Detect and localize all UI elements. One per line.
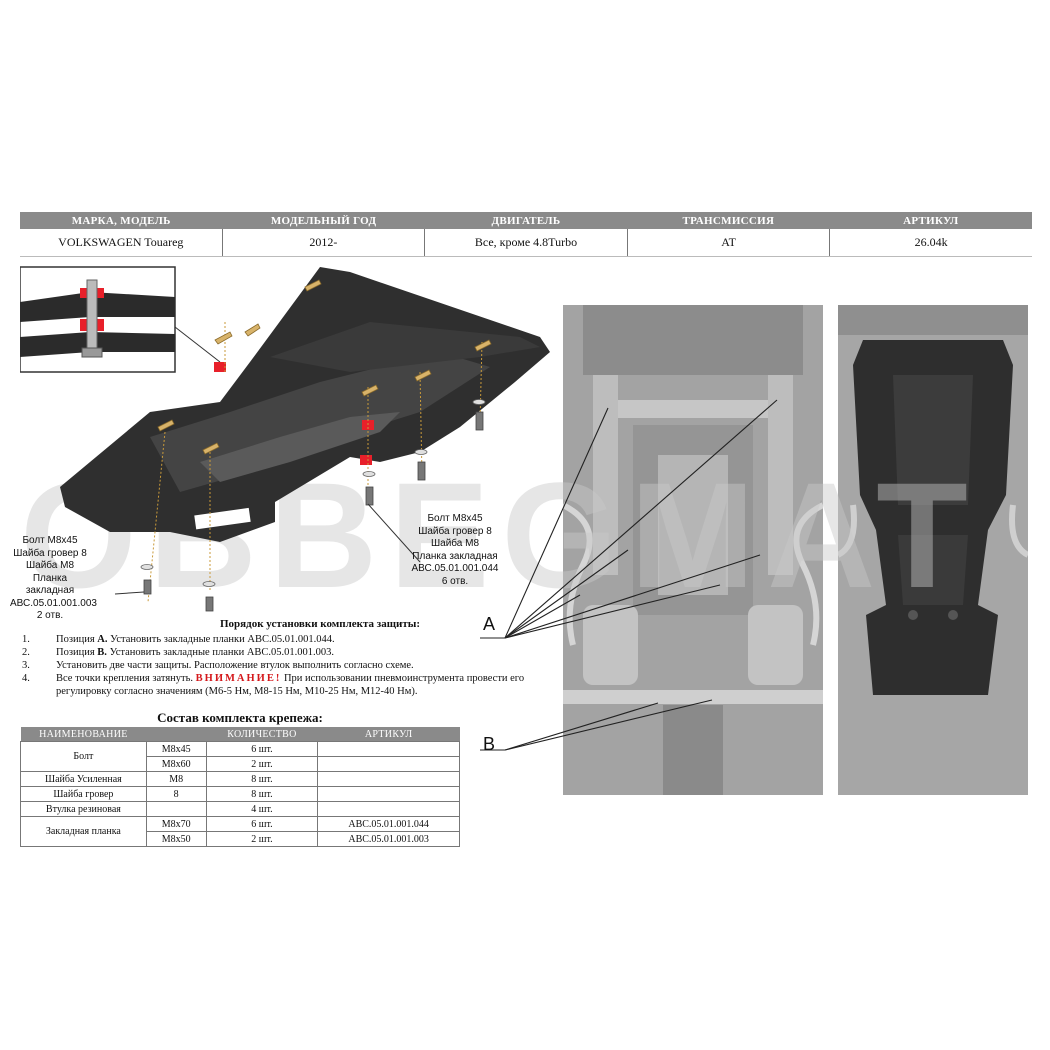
kit-item-article: АВС.05.01.001.003 xyxy=(317,831,460,847)
installation-instructions: Порядок установки комплекта защиты: 1. П… xyxy=(20,618,560,698)
kit-item-name: Болт xyxy=(20,741,147,772)
instructions-title: Порядок установки комплекта защиты: xyxy=(220,618,420,630)
value-engine: Все, кроме 4.8Turbo xyxy=(424,229,627,256)
step-number: 3. xyxy=(22,660,30,671)
table-row: Шайба гровер 8 8 шт. xyxy=(20,786,460,802)
callout-line: Шайба гровер 8 xyxy=(13,547,87,559)
callout-line: Болт М8х45 xyxy=(427,513,483,524)
kit-item-size: М8х60 xyxy=(145,756,207,772)
kit-contents-table: НАИМЕНОВАНИЕ КОЛИЧЕСТВО АРТИКУЛ Болт М8х… xyxy=(20,727,460,847)
kit-item-qty: 8 шт. xyxy=(205,786,319,802)
warning-text: ВНИМАНИЕ! xyxy=(195,673,282,684)
table-row: Втулка резиновая 4 шт. xyxy=(20,801,460,817)
value-transmission: AT xyxy=(626,229,830,256)
callout-line: Планка закладная xyxy=(412,550,498,562)
kit-header-row: НАИМЕНОВАНИЕ КОЛИЧЕСТВО АРТИКУЛ xyxy=(20,727,460,742)
skid-plate-assembly-drawing xyxy=(20,266,550,612)
underbody-photo xyxy=(563,305,823,795)
kit-col-name: НАИМЕНОВАНИЕ xyxy=(20,727,147,742)
callout-line: АВС.05.01.001.044 xyxy=(411,563,499,574)
col-model-year: МОДЕЛЬНЫЙ ГОД xyxy=(270,214,377,227)
kit-col-article: АРТИКУЛ xyxy=(317,727,460,742)
kit-item-size: М8 xyxy=(145,771,207,787)
kit-item-name: Шайба гровер xyxy=(20,786,147,802)
value-make-model: VOLKSWAGEN Touareg xyxy=(58,235,184,249)
kit-item-qty: 8 шт. xyxy=(205,771,319,787)
kit-col-size xyxy=(146,727,207,742)
callout-position-a-fasteners: Болт М8х45 Шайба гровер 8 Шайба М8 Планк… xyxy=(410,513,500,588)
col-transmission: ТРАНСМИССИЯ xyxy=(682,214,775,227)
instruction-step: 3. Установить две части защиты. Располож… xyxy=(20,659,560,672)
position-label-b: B xyxy=(483,734,496,754)
step-text: Все точки крепления затянуть. ВНИМАНИЕ! … xyxy=(56,673,525,697)
callout-line: Шайба гровер 8 xyxy=(418,525,492,537)
kit-item-qty: 6 шт. xyxy=(205,816,319,832)
callout-line: 6 отв. xyxy=(441,575,469,587)
kit-item-qty: 6 шт. xyxy=(205,741,319,757)
col-make-model: МАРКА, МОДЕЛЬ xyxy=(71,214,171,227)
kit-item-qty: 4 шт. xyxy=(205,801,319,817)
kit-item-size: М8х45 xyxy=(145,741,207,757)
vehicle-info-values: VOLKSWAGEN Touareg 2012- Все, кроме 4.8T… xyxy=(20,229,1032,257)
kit-item-article xyxy=(317,741,460,757)
table-row: Шайба Усиленная М8 8 шт. xyxy=(20,771,460,787)
step-number: 2. xyxy=(22,647,30,658)
kit-item-qty: 2 шт. xyxy=(205,756,319,772)
step-text: Позиция B. Установить закладные планки А… xyxy=(56,647,335,658)
step-text: Установить две части защиты. Расположени… xyxy=(56,660,414,671)
kit-item-name: Втулка резиновая xyxy=(20,801,147,817)
value-article: 26.04k xyxy=(829,229,1032,256)
instruction-step: 1. Позиция A. Установить закладные планк… xyxy=(20,633,560,646)
callout-line: АВС.05.01.001.003 xyxy=(10,597,97,609)
instruction-step: 4. Все точки крепления затянуть. ВНИМАНИ… xyxy=(20,672,560,698)
callout-line: Планка закладная xyxy=(25,572,75,597)
col-article: АРТИКУЛ xyxy=(903,214,959,227)
kit-item-article xyxy=(317,771,460,787)
kit-col-qty: КОЛИЧЕСТВО xyxy=(206,727,318,742)
installed-skid-plate-photo xyxy=(838,305,1028,795)
kit-item-size: М8х70 xyxy=(145,816,207,832)
vehicle-info-header: МАРКА, МОДЕЛЬ МОДЕЛЬНЫЙ ГОД ДВИГАТЕЛЬ ТР… xyxy=(20,212,1032,229)
kit-title: Состав комплекта крепежа: xyxy=(157,710,323,725)
kit-item-article xyxy=(317,786,460,802)
vehicle-info-table: МАРКА, МОДЕЛЬ МОДЕЛЬНЫЙ ГОД ДВИГАТЕЛЬ ТР… xyxy=(20,212,1032,257)
kit-item-qty: 2 шт. xyxy=(205,831,319,847)
step-number: 4. xyxy=(22,673,30,684)
position-pointer-lines xyxy=(480,399,778,751)
step-number: 1. xyxy=(22,634,30,645)
kit-item-article: АВС.05.01.001.044 xyxy=(317,816,460,832)
table-row: Болт М8х45 6 шт. xyxy=(20,741,460,772)
kit-item-size: М8х50 xyxy=(145,831,207,847)
kit-item-name: Шайба Усиленная xyxy=(20,771,147,787)
callout-position-b-fasteners: Болт М8х45 Шайба гровер 8 Шайба М8 Планк… xyxy=(10,535,97,623)
table-row: М8х50 2 шт. АВС.05.01.001.003 xyxy=(21,831,460,847)
col-engine: ДВИГАТЕЛЬ xyxy=(491,214,561,227)
kit-item-article xyxy=(317,756,460,772)
kit-item-size xyxy=(145,801,207,817)
callout-line: Болт М8х45 xyxy=(22,535,78,546)
table-row: Закладная планка М8х70 6 шт. АВС.05.01.0… xyxy=(20,816,460,847)
callout-line: Шайба М8 xyxy=(25,560,75,571)
position-label-a: A xyxy=(483,614,496,634)
kit-item-name: Закладная планка xyxy=(20,816,147,847)
kit-item-article xyxy=(317,801,460,817)
kit-item-size: 8 xyxy=(145,786,207,802)
callout-line: 2 отв. xyxy=(36,610,64,621)
step-text: Позиция A. Установить закладные планки А… xyxy=(56,634,335,645)
callout-line: Шайба М8 xyxy=(430,538,480,549)
instruction-step: 2. Позиция B. Установить закладные планк… xyxy=(20,646,560,659)
value-model-year: 2012- xyxy=(221,229,425,256)
